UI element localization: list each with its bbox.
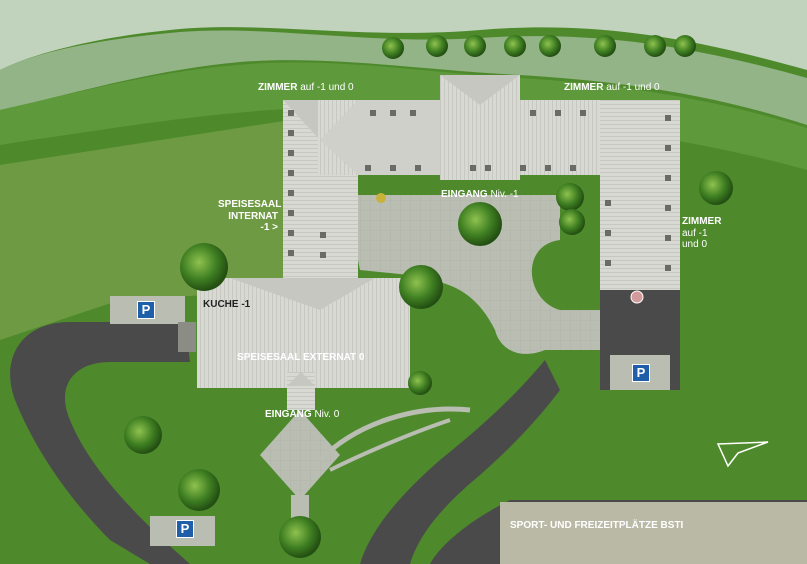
sport-field (500, 502, 807, 564)
building-main (197, 75, 680, 410)
hill-light (0, 0, 807, 70)
label-kuche: KUCHE -1 (203, 299, 251, 310)
label-speisesaal-internat: SPEISESAAL INTERNAT -1 > (218, 199, 282, 233)
parking-icon: P (137, 301, 155, 319)
road-right (360, 360, 560, 564)
hill-dark (0, 62, 807, 170)
parking-icon: P (632, 364, 650, 382)
label-speisesaal-externat: SPEISESAAL EXTERNAT 0 (237, 352, 365, 363)
label-zimmer-right: ZIMMER auf -1 und 0 (682, 216, 722, 250)
label-zimmer-left: ZIMMER auf -1 und 0 (258, 82, 354, 93)
compass-north-icon (716, 441, 769, 468)
label-sport: SPORT- UND FREIZEITPLÄTZE BSTI (510, 520, 684, 531)
courtyard (345, 195, 680, 354)
fountain-icon (630, 290, 644, 304)
road-left-loop (10, 322, 191, 564)
parking-icon: P (176, 520, 194, 538)
label-zimmer-center: ZIMMER auf -1 und 0 (564, 82, 660, 93)
tree-icon (124, 35, 733, 558)
label-eingang-upper: EINGANG Niv. -1 (441, 189, 519, 200)
label-eingang-lower: EINGANG Niv. 0 (265, 409, 340, 420)
